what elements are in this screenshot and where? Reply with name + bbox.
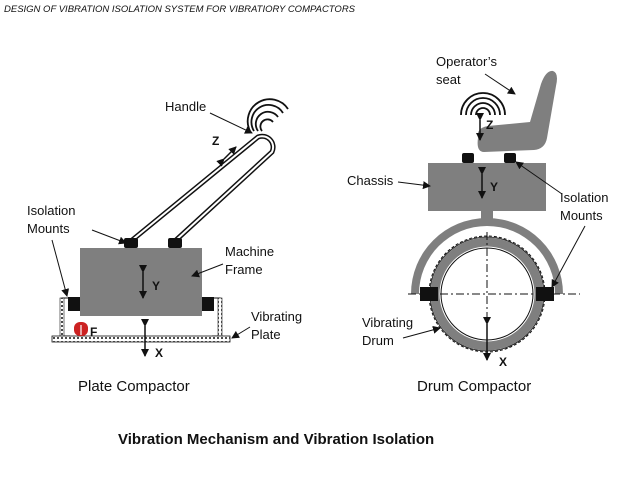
seat-mount-left [462,153,474,163]
vibrating-drum-label-line1: Vibrating [362,315,413,330]
vibrating-plate [51,335,231,343]
machine-frame-label-line1: Machine [225,244,274,259]
isolation-label-line2: Mounts [560,208,603,223]
plate-compactor: Z Y F X Handle Isolation Mounts Machi [27,98,302,395]
handle-loop [129,133,276,243]
handle-mount-left [124,238,138,248]
axis-y-label: Y [152,279,160,293]
axis-y-label: Y [490,180,498,194]
page-header: DESIGN OF VIBRATION ISOLATION SYSTEM FOR… [4,4,356,15]
axis-x-label: X [155,346,163,360]
axis-z-label: Z [212,134,219,148]
drum-mount-left [420,287,438,301]
isolation-label-line1: Isolation [27,203,75,218]
operator-seat-label-line2: seat [436,72,461,87]
diagram-title: Vibration Mechanism and Vibration Isolat… [118,431,434,448]
drum-mount-right [536,287,554,301]
seat-mount-right [504,153,516,163]
axis-z-arrow [216,146,237,167]
operator-seat-label-line1: Operator’s [436,54,497,69]
drum-compactor: Z Y X Operator’s seat Chassis Isola [347,54,608,395]
side-mount-right [202,297,214,311]
machine-frame [80,248,202,316]
chassis-label: Chassis [347,173,394,188]
vibrating-plate-label-line2: Plate [251,327,281,342]
isolation-label-line2: Mounts [27,221,70,236]
isolation-label-line1: Isolation [560,190,608,205]
plate-compactor-caption: Plate Compactor [78,378,190,395]
vibrating-drum-label-line2: Drum [362,333,394,348]
operator-seat [477,70,557,152]
drum-compactor-caption: Drum Compactor [417,378,531,395]
handle-label: Handle [165,99,206,114]
chassis [428,163,546,211]
vibration-waves-icon [460,92,506,116]
side-mount-left [68,297,80,311]
axis-x-label: X [499,355,507,369]
vibration-waves-icon [246,98,289,132]
drum-frame [411,218,563,294]
handle-mount-right [168,238,182,248]
vibrating-plate-label-line1: Vibrating [251,309,302,324]
axis-z-label: Z [486,118,493,132]
machine-frame-label-line2: Frame [225,262,263,277]
force-label: F [90,325,97,339]
